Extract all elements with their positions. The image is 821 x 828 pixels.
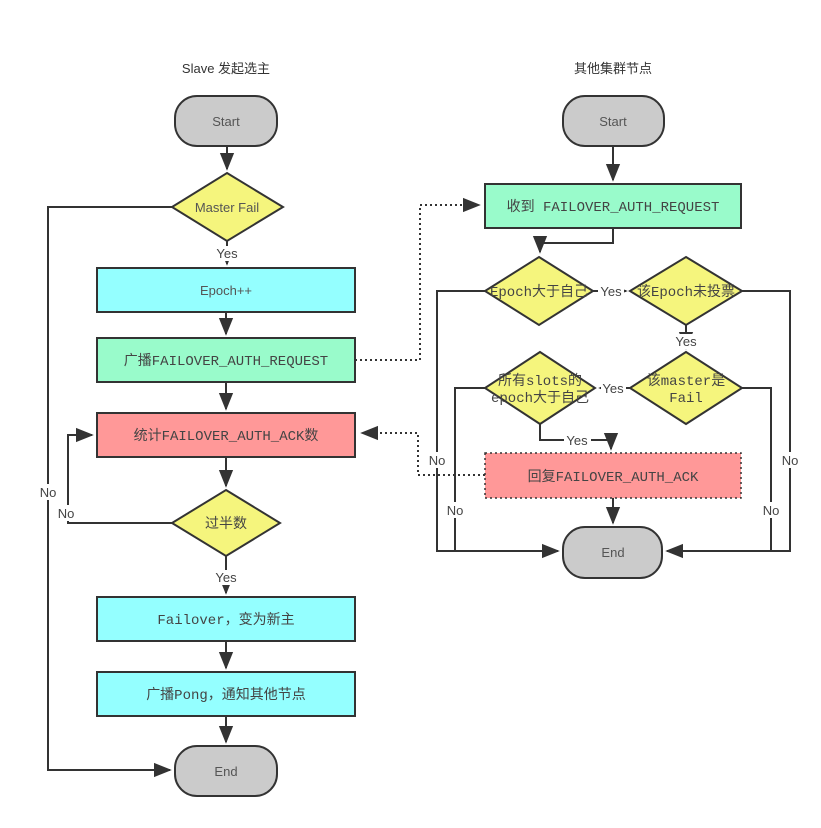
left-broadcast-request-label: 广播FAILOVER_AUTH_REQUEST bbox=[124, 353, 328, 370]
right-master-is-fail-decision bbox=[628, 350, 744, 426]
label-bg bbox=[442, 502, 469, 518]
left-majority-label: 过半数 bbox=[205, 516, 247, 533]
label-bg bbox=[424, 452, 451, 468]
left-epoch-inc-label: Epoch++ bbox=[200, 283, 252, 298]
right-receive-request-label: 收到 FAILOVER_AUTH_REQUEST bbox=[507, 199, 720, 216]
right-master-is-fail-label-line1: 该master是 bbox=[647, 373, 725, 390]
edge-epochgt-no bbox=[436, 290, 560, 559]
edge-label-yes-epochgt: Yes bbox=[600, 284, 622, 299]
right-column-nodes bbox=[483, 95, 744, 579]
right-end-label: End bbox=[601, 545, 624, 560]
edge-dotted-ack-message bbox=[360, 425, 485, 476]
left-broadcast-pong-label: 广播Pong，通知其他节点 bbox=[146, 686, 306, 704]
left-epoch-inc-process bbox=[96, 267, 356, 313]
edge-label-yes-slots: Yes bbox=[566, 433, 588, 448]
right-slots-label-line2: epoch大于自己 bbox=[491, 390, 589, 407]
edge-label-no-majority: No bbox=[58, 506, 75, 521]
edge-label-yes-masterfail: Yes bbox=[216, 246, 238, 261]
left-master-fail-label: Master Fail bbox=[195, 200, 259, 215]
edge-label-no-masterfailr: No bbox=[763, 503, 780, 518]
texts: Slave 发起选主 其他集群节点 Start Master Fail Epoc… bbox=[35, 61, 804, 779]
left-column-nodes bbox=[96, 95, 356, 797]
right-epoch-not-voted-label: 该Epoch未投票 bbox=[637, 284, 735, 301]
edge-label-yes-masterfailr: Yes bbox=[602, 381, 624, 396]
right-epoch-not-voted-decision bbox=[628, 255, 744, 327]
edge-masterfailr-no bbox=[742, 387, 772, 551]
edge-label-no-slots: No bbox=[447, 503, 464, 518]
edge-label-yes-notvoted: Yes bbox=[675, 334, 697, 349]
right-slots-epoch-decision bbox=[483, 350, 597, 426]
edge-notvoted-no bbox=[665, 290, 791, 559]
left-failover-process bbox=[96, 596, 356, 642]
right-reply-ack-process bbox=[484, 452, 742, 499]
right-slots-label-line1: 所有slots的 bbox=[498, 373, 582, 390]
left-end-label: End bbox=[214, 764, 237, 779]
label-bg bbox=[758, 502, 785, 518]
left-end-node bbox=[174, 745, 278, 797]
label-bg bbox=[564, 433, 591, 447]
right-end-node bbox=[562, 526, 663, 579]
left-count-ack-label: 统计FAILOVER_AUTH_ACK数 bbox=[134, 428, 319, 445]
left-start-label: Start bbox=[212, 114, 240, 129]
label-bg bbox=[35, 484, 62, 500]
right-start-label: Start bbox=[599, 114, 627, 129]
left-broadcast-request-process bbox=[96, 337, 356, 383]
label-bg bbox=[601, 380, 626, 395]
label-bg bbox=[777, 452, 804, 468]
left-majority-decision bbox=[170, 488, 282, 558]
right-reply-ack-label: 回复FAILOVER_AUTH_ACK bbox=[528, 468, 699, 486]
edge-receive-to-epochgt bbox=[532, 228, 614, 254]
right-receive-request-process bbox=[484, 183, 742, 229]
label-bg bbox=[213, 570, 240, 585]
edge-label-no-epochgt: No bbox=[429, 453, 446, 468]
edge-dotted-request-message bbox=[355, 197, 481, 361]
label-bg bbox=[598, 283, 624, 298]
edge-label-yes-majority: Yes bbox=[215, 570, 237, 585]
right-start-node bbox=[562, 95, 665, 147]
left-master-fail-decision bbox=[170, 171, 285, 243]
left-start-node bbox=[174, 95, 278, 147]
label-bg bbox=[53, 505, 80, 521]
label-bg bbox=[673, 334, 700, 349]
left-broadcast-pong-process bbox=[96, 671, 356, 717]
right-epoch-greater-decision bbox=[483, 255, 595, 327]
edge-label-no-notvoted: No bbox=[782, 453, 799, 468]
label-bg bbox=[213, 246, 240, 261]
edge-label-no-outer: No bbox=[40, 485, 57, 500]
left-count-ack-process bbox=[96, 412, 356, 458]
right-column-title: 其他集群节点 bbox=[574, 61, 652, 76]
right-master-is-fail-label-line2: Fail bbox=[669, 391, 703, 407]
right-epoch-greater-label: Epoch大于自己 bbox=[490, 284, 588, 301]
cross-column-edges bbox=[355, 197, 485, 476]
edge-slots-no bbox=[454, 387, 485, 551]
left-column-title: Slave 发起选主 bbox=[182, 61, 270, 76]
edge-majority-no-loop bbox=[67, 427, 172, 524]
left-failover-label: Failover，变为新主 bbox=[157, 612, 294, 629]
